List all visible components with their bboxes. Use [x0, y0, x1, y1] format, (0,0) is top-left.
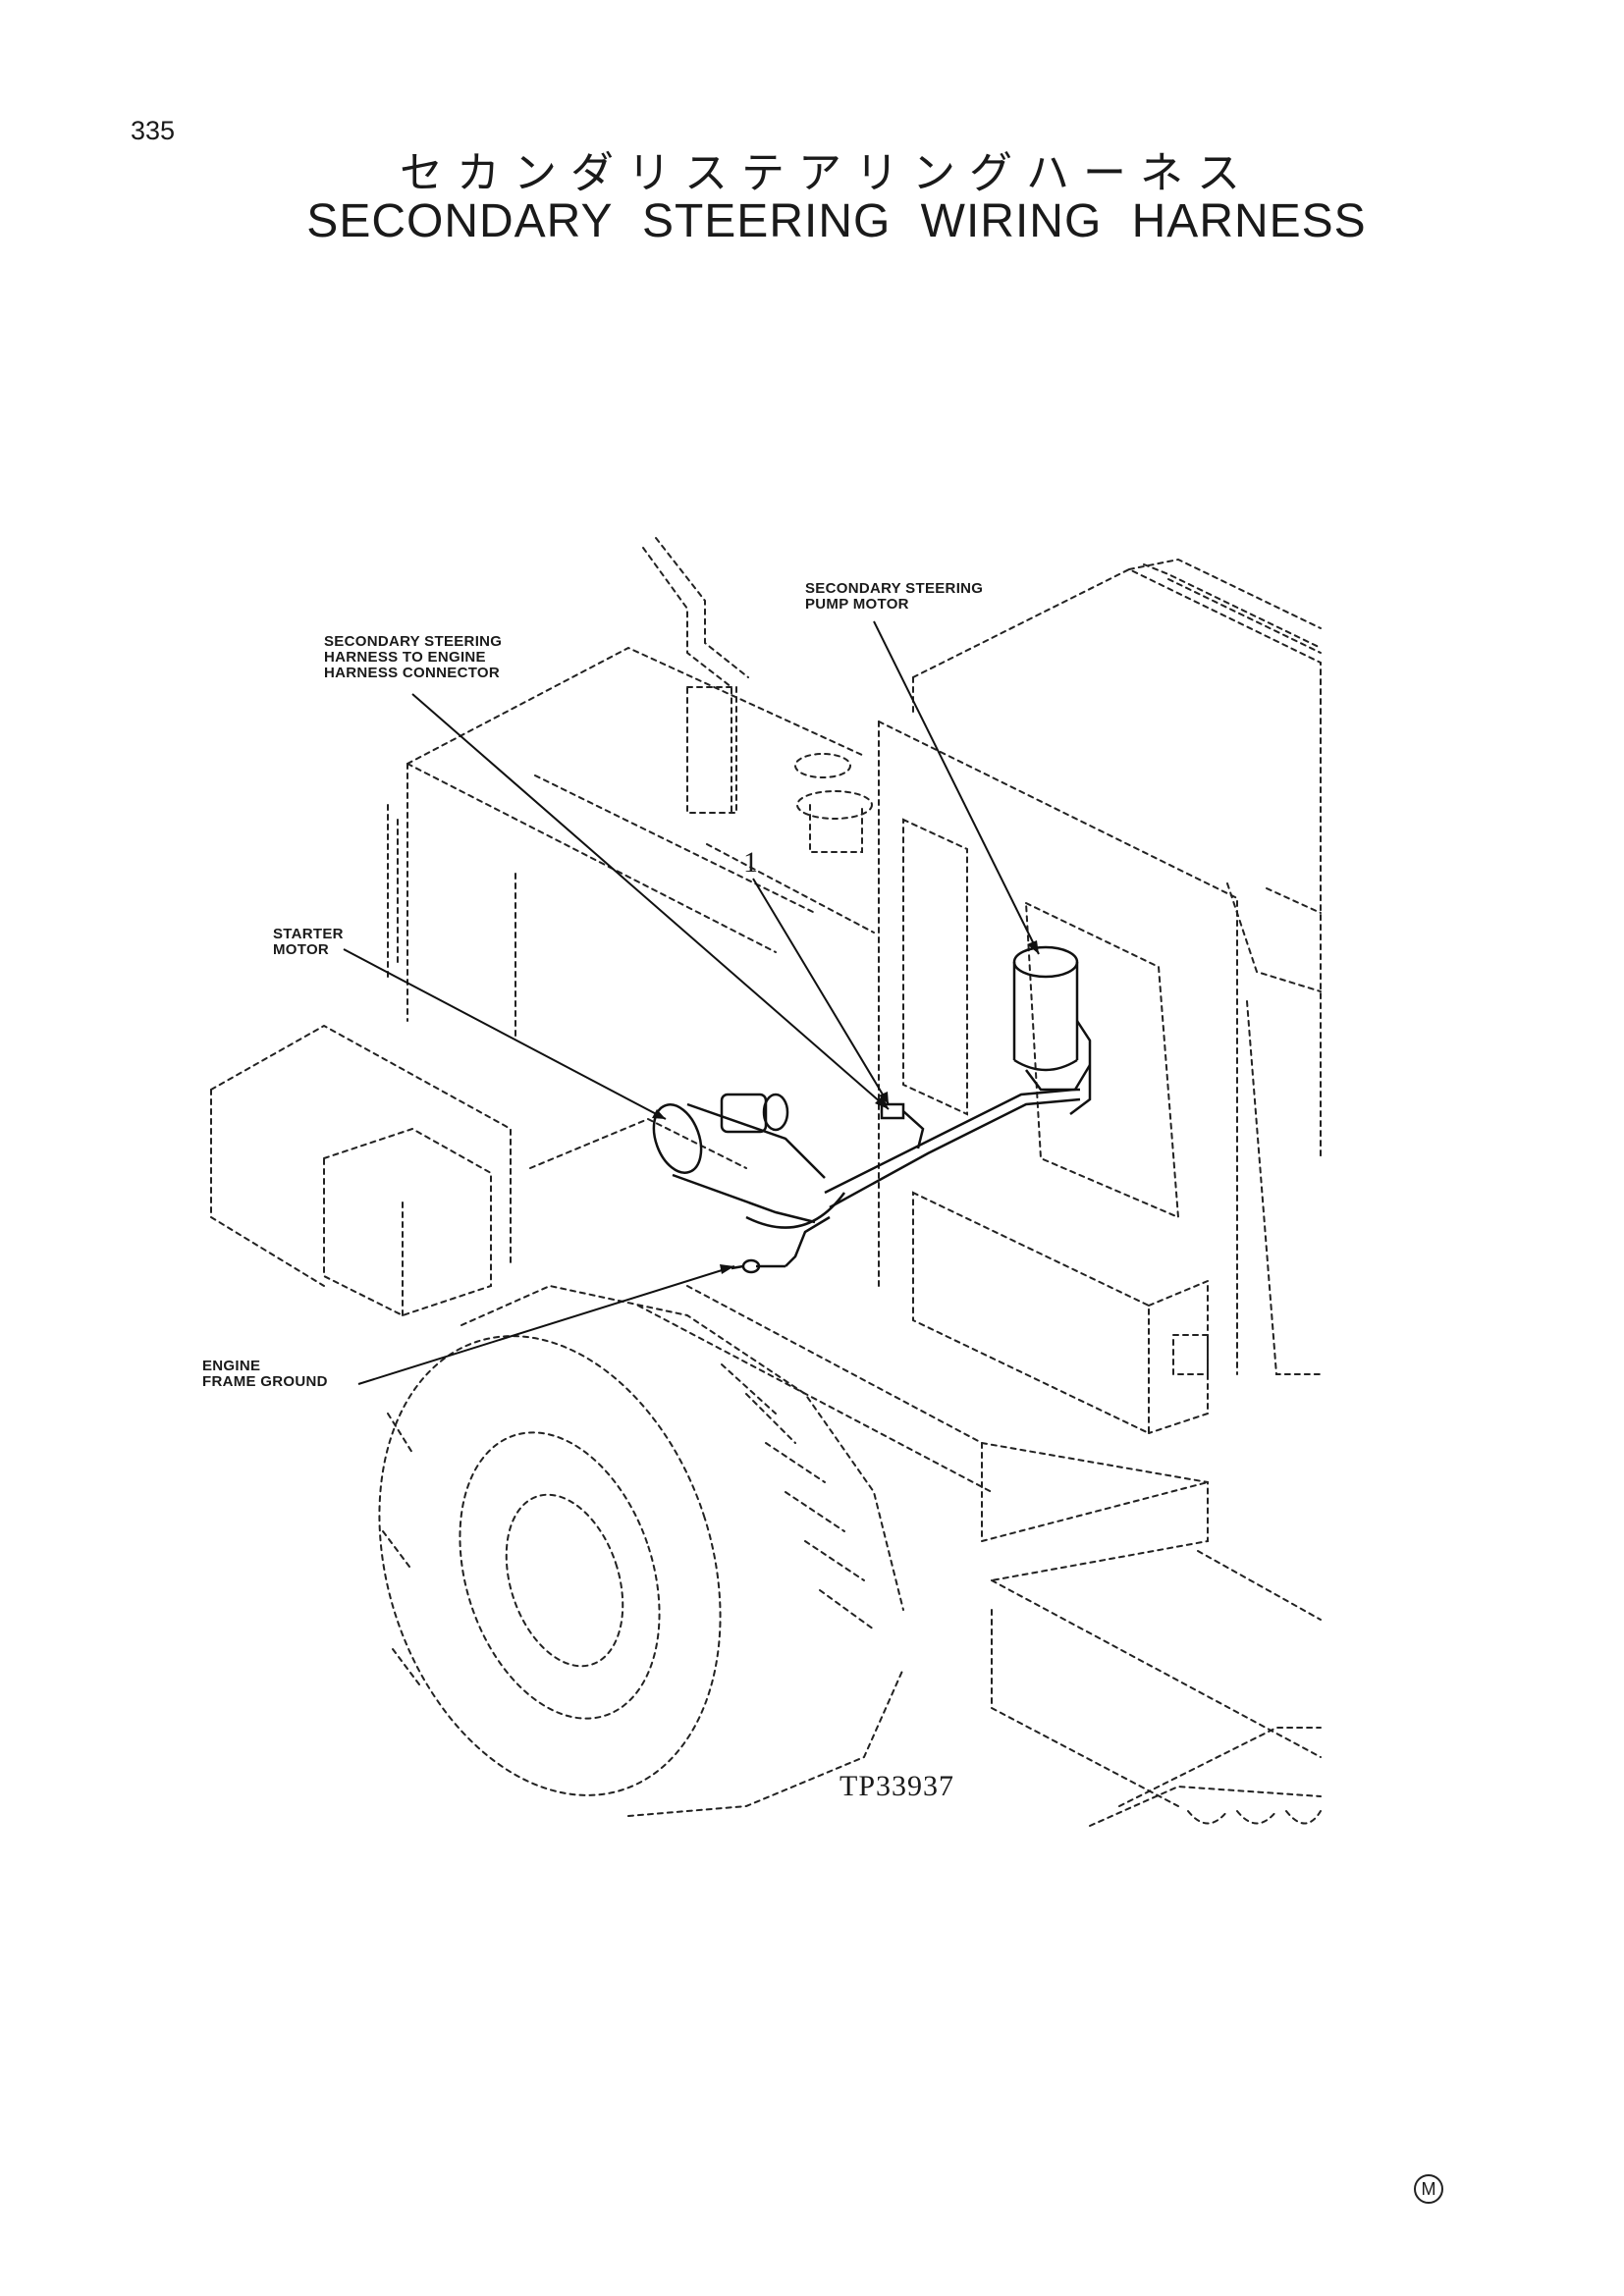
- deck-platform: [637, 1285, 1322, 1807]
- callout-frame-ground-line1: ENGINE: [202, 1358, 261, 1374]
- operator-cab: [878, 558, 1322, 1435]
- wiring-harness: [756, 1064, 1092, 1268]
- figure-id: TP33937: [839, 1770, 955, 1802]
- title-english: SECONDARY STEERING WIRING HARNESS: [306, 195, 1367, 247]
- engine-hood: [387, 646, 875, 1041]
- exhaust-stack: [642, 537, 749, 816]
- leader-lines: [343, 620, 1040, 1385]
- leader-arrowheads: [652, 940, 1039, 1274]
- air-cleaner-cap: [794, 753, 873, 853]
- callout-pump-motor: SECONDARY STEERING PUMP MOTOR: [805, 581, 983, 613]
- front-wheel: [378, 1284, 904, 1817]
- callout-frame-ground-line2: FRAME GROUND: [202, 1373, 328, 1390]
- callout-harness-connector: SECONDARY STEERING HARNESS TO ENGINE HAR…: [324, 634, 502, 681]
- counterweight: [210, 1024, 747, 1317]
- title-japanese: セカンダリステアリングハーネス: [400, 148, 1254, 198]
- callout-harness-connector-line1: SECONDARY STEERING: [324, 633, 503, 650]
- callout-starter-motor-line2: MOTOR: [273, 941, 330, 958]
- callout-pump-motor-line1: SECONDARY STEERING: [805, 580, 984, 597]
- callout-harness-connector-line2: HARNESS TO ENGINE: [324, 649, 486, 666]
- callout-pump-motor-line2: PUMP MOTOR: [805, 596, 909, 613]
- callout-item-number: 1: [743, 846, 758, 879]
- callout-frame-ground: ENGINE FRAME GROUND: [202, 1359, 328, 1390]
- callout-harness-connector-line3: HARNESS CONNECTOR: [324, 665, 501, 681]
- callout-starter-motor-line1: STARTER: [273, 926, 344, 942]
- callout-starter-motor: STARTER MOTOR: [273, 927, 344, 958]
- ground-terminal: [731, 1258, 761, 1274]
- page-number: 335: [131, 116, 176, 145]
- pump-motor: [1012, 945, 1092, 1115]
- rear-wheel: [1089, 1785, 1322, 1827]
- footer-mark: M: [1414, 2174, 1443, 2204]
- starter-motor: [652, 1093, 846, 1229]
